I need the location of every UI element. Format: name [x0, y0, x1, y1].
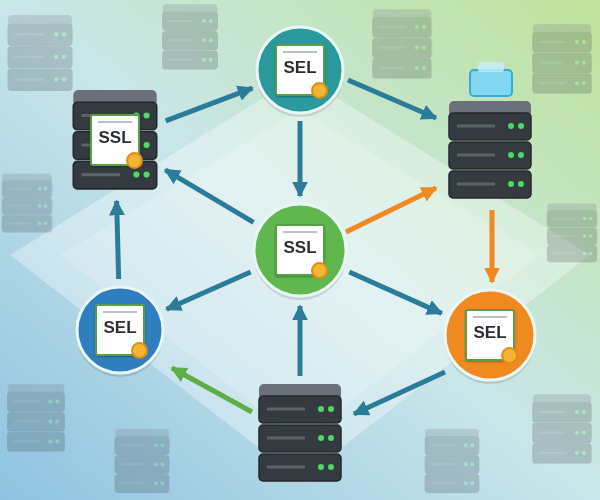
- certificate-label: SEL: [465, 309, 514, 362]
- flow-arrow: [117, 201, 119, 279]
- certificate-label: SEL: [275, 44, 324, 97]
- flow-arrow: [166, 88, 253, 121]
- certificate-circle: SEL: [442, 287, 538, 383]
- flow-arrow: [298, 121, 303, 196]
- certificate-label: SSL: [90, 114, 139, 167]
- certificate-circle: SEL: [254, 24, 346, 116]
- certificate-circle: SSL: [251, 201, 349, 299]
- certificate-label: SEL: [95, 304, 144, 357]
- certificate-label: SSL: [275, 224, 324, 277]
- flow-arrow: [165, 170, 253, 222]
- flow-arrow: [167, 272, 251, 309]
- certificate-circle: SEL: [74, 284, 166, 376]
- flow-arrow: [349, 272, 441, 313]
- server-node: SSL: [69, 84, 161, 196]
